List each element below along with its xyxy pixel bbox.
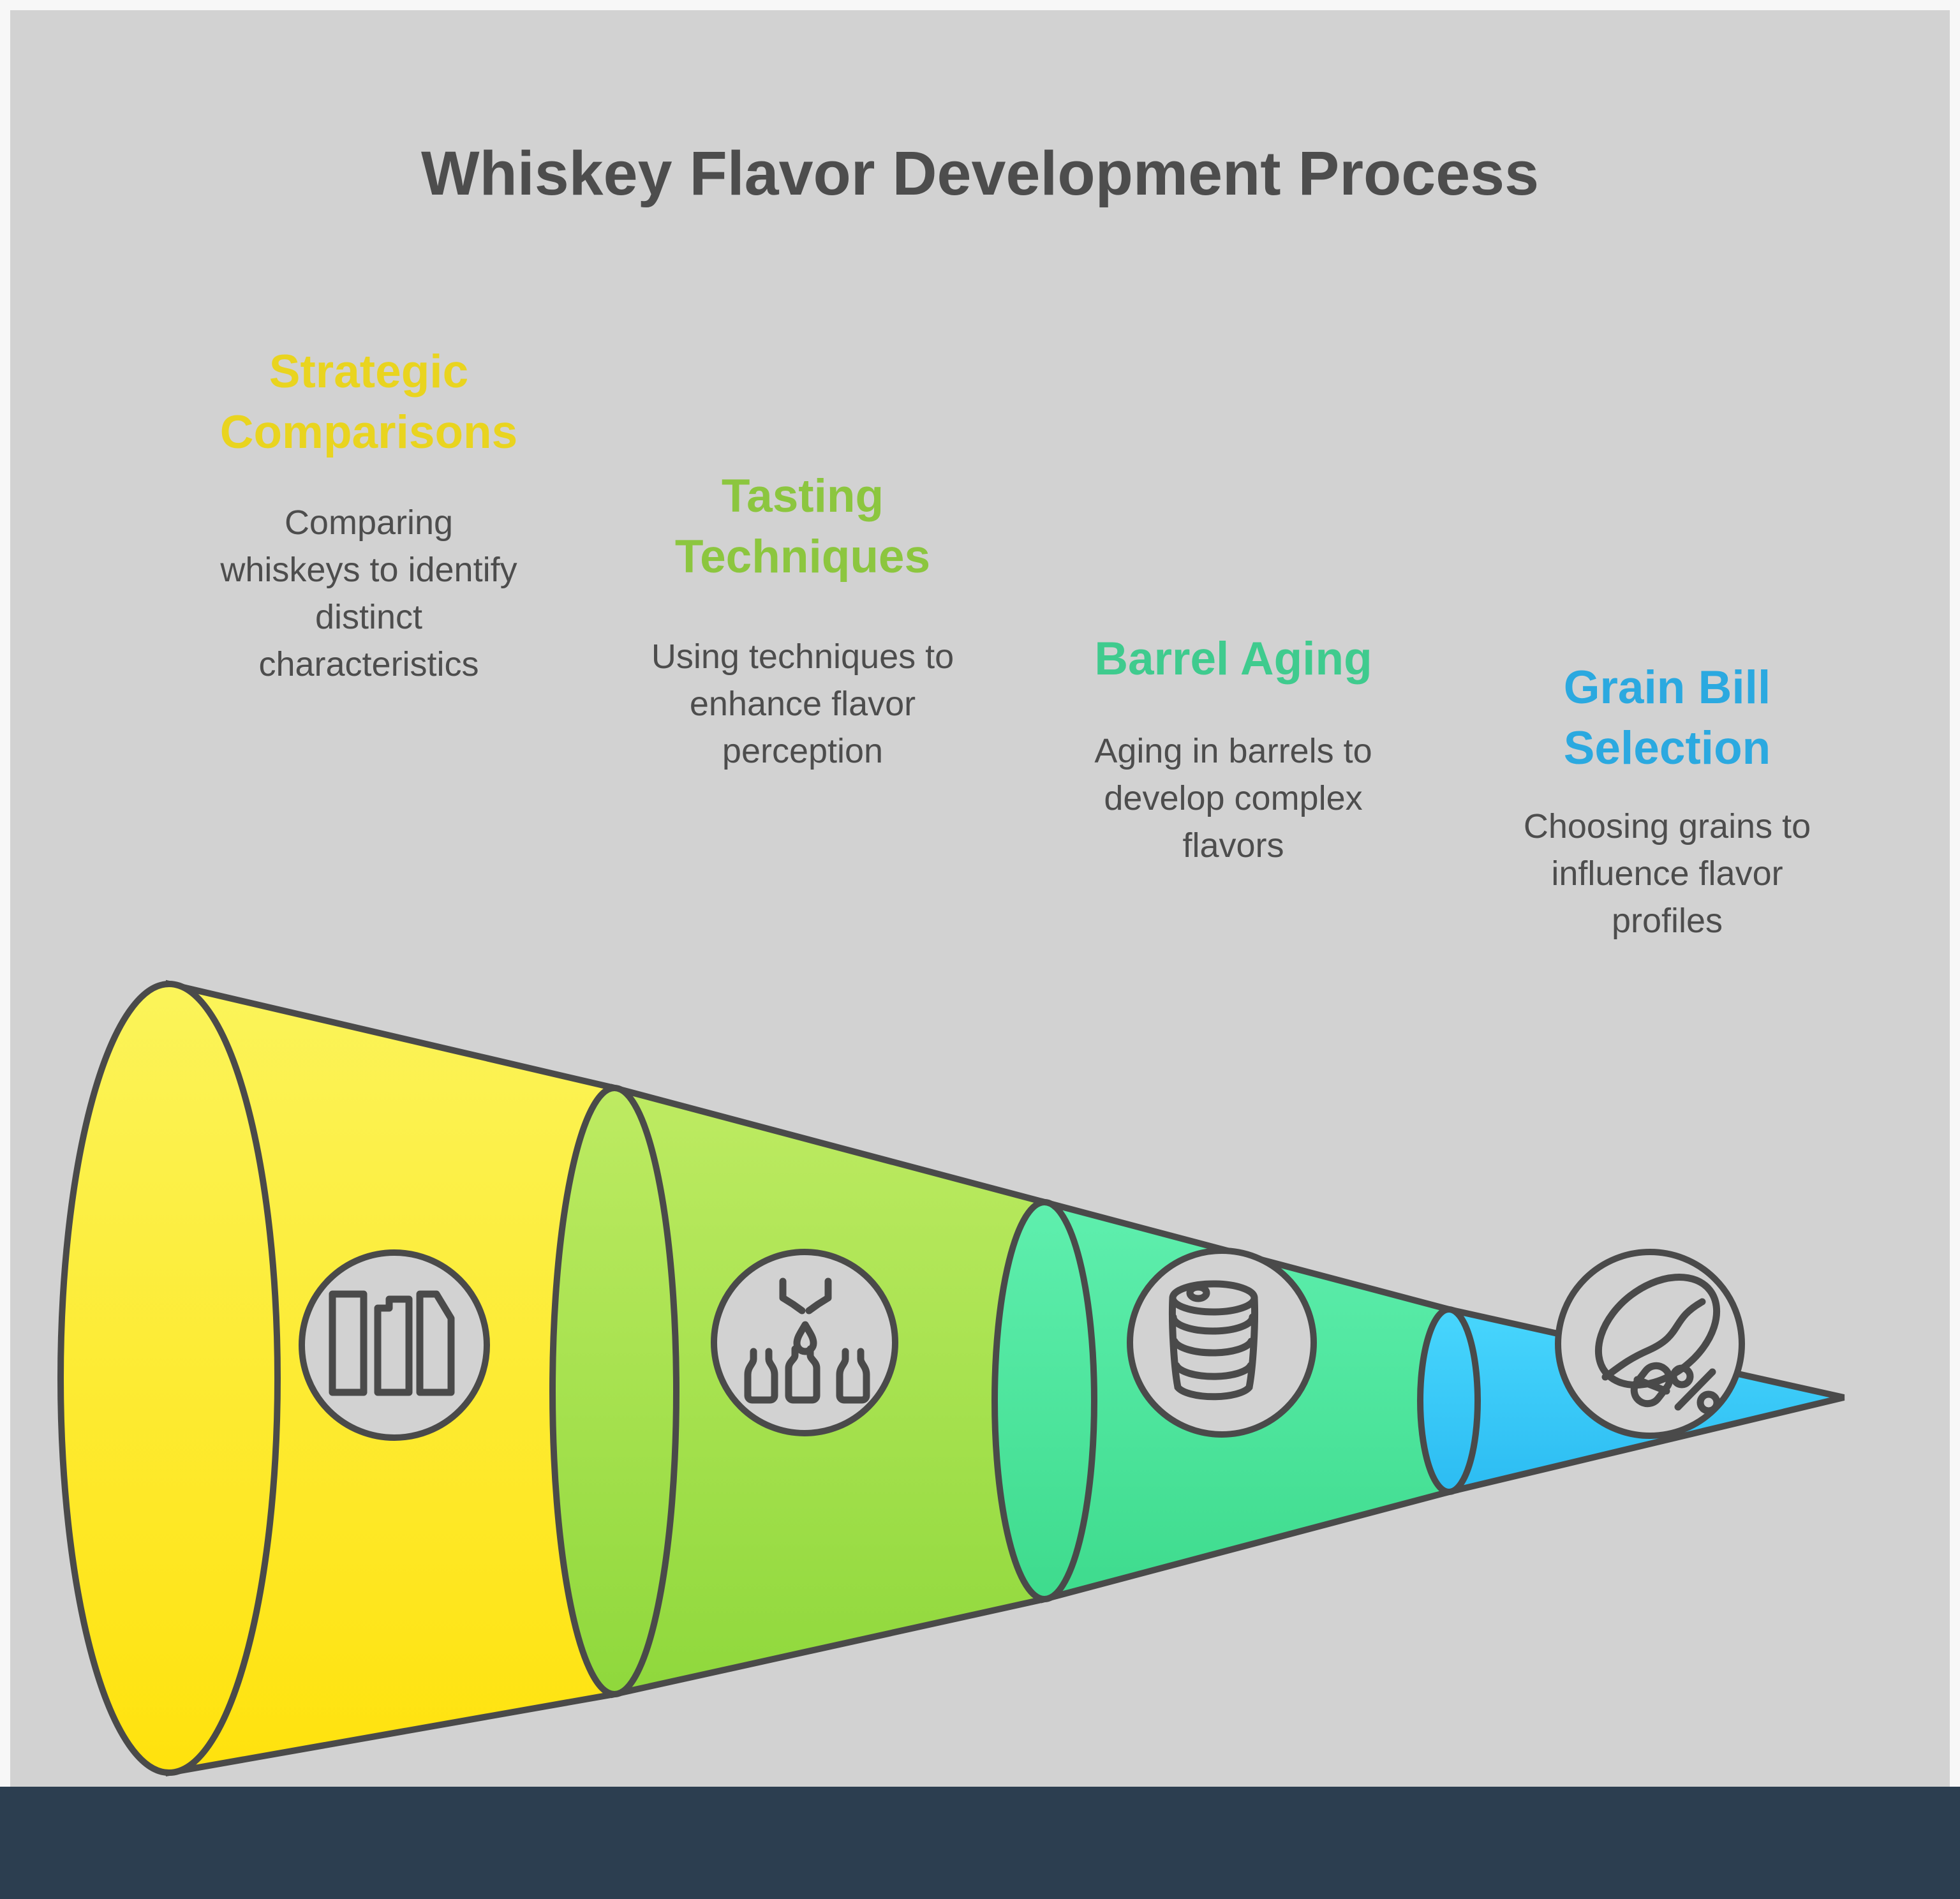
footer-bar [0, 1787, 1960, 1899]
grain-percent-icon [1594, 1273, 1721, 1415]
stage-description-3: Aging in barrels to develop complex flav… [1094, 732, 1372, 865]
funnel-stage-4-mouth [1417, 1306, 1481, 1495]
funnel-stage-1-mouth [57, 981, 281, 1776]
funnel-stage-3-mouth [991, 1199, 1097, 1602]
barrel-icon [1168, 1280, 1259, 1401]
page-title: Whiskey Flavor Development Process [420, 138, 1540, 208]
books-icon [329, 1290, 455, 1396]
stage-3-icon-circle [1127, 1247, 1317, 1438]
stage-heading-4: Grain Bill Selection [1563, 662, 1771, 774]
stage-heading-1: Strategic Comparisons [219, 346, 518, 458]
funnel-stage-2-mouth [549, 1085, 679, 1697]
stage-description-1: Comparing whiskeys to identify distinct … [220, 503, 517, 683]
stage-2-icon-circle [711, 1249, 898, 1436]
stage-heading-2: Tasting Techniques [674, 470, 931, 583]
tasting-bottles-icon [744, 1277, 870, 1404]
stage-description-2: Using techniques to enhance flavor perce… [651, 637, 954, 770]
stage-description-4: Choosing grains to influence flavor prof… [1523, 807, 1811, 940]
stage-heading-3: Barrel Aging [1094, 633, 1372, 685]
icon-medallions [299, 1247, 1745, 1441]
